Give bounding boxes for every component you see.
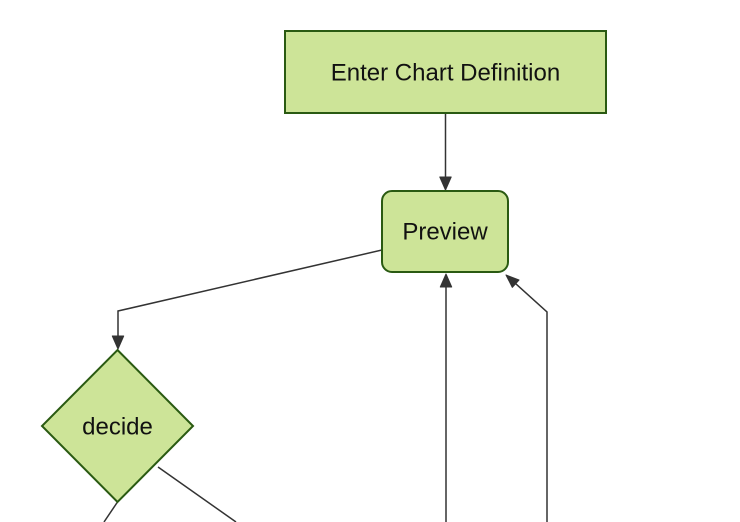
- arrowhead-return-vertical-to-preview: [439, 273, 453, 288]
- edge-layer: [103, 113, 548, 522]
- edge-decide-to-offscreen-left: [103, 501, 119, 522]
- arrowhead-return-bent-to-preview: [505, 274, 520, 288]
- edge-decide-to-offscreen-right: [157, 466, 237, 522]
- preview-label: Preview: [402, 219, 488, 246]
- decide-label: decide: [82, 414, 153, 441]
- enter-chart-definition-label: Enter Chart Definition: [331, 60, 560, 87]
- node-decide: decide: [40, 348, 195, 504]
- node-preview: Preview: [381, 190, 509, 273]
- enter-chart-definition-box: [284, 30, 607, 114]
- edge-return-bent-to-preview: [515, 283, 548, 522]
- decide-diamond: [40, 348, 195, 504]
- edge-preview-to-decide: [117, 249, 383, 338]
- arrowhead-enter-to-preview: [439, 176, 452, 191]
- preview-box: [381, 190, 509, 273]
- arrowhead-preview-to-decide: [111, 335, 125, 350]
- node-enter-chart-definition: Enter Chart Definition: [284, 30, 607, 114]
